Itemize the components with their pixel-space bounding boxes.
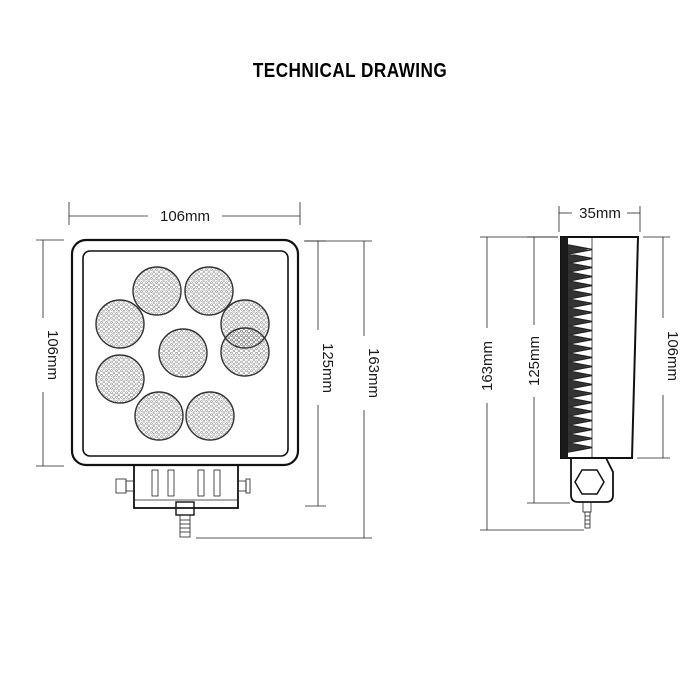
side-mid-height-dimension: 125mm [526, 236, 570, 504]
led-lens [184, 266, 234, 316]
front-mount-bracket [115, 464, 251, 538]
front-mid-height-dimension: 125mm [305, 240, 336, 507]
side-mid-height-label: 125mm [526, 336, 543, 386]
side-view: 35mm 163mm 125mm 106mm [479, 205, 681, 531]
led-lens [134, 391, 184, 441]
front-left-height-label: 106mm [44, 330, 61, 380]
page-title: TECHNICAL DRAWING [252, 60, 448, 82]
side-front-lens-edge [561, 237, 568, 458]
front-width-dimension: 106mm [68, 202, 301, 225]
front-width-label: 106mm [160, 208, 210, 225]
led-lens [95, 299, 145, 349]
side-total-height-dimension: 163mm [479, 236, 584, 531]
led-lens [220, 327, 270, 377]
side-depth-dimension: 35mm [558, 205, 641, 232]
side-right-height-label: 106mm [664, 331, 681, 381]
front-mid-height-label: 125mm [319, 343, 336, 393]
side-right-height-dimension: 106mm [637, 236, 681, 459]
front-total-height-dimension: 163mm [196, 240, 382, 539]
front-view: 106mm 106mm 125mm 163mm [36, 202, 382, 539]
front-lens-frame [82, 250, 289, 457]
side-depth-label: 35mm [579, 205, 621, 222]
led-lens [132, 266, 182, 316]
side-total-height-label: 163mm [479, 341, 496, 391]
led-lens [185, 391, 235, 441]
side-mount-bracket [570, 457, 614, 529]
led-array [95, 266, 270, 441]
led-lens [158, 328, 208, 378]
front-left-height-dimension: 106mm [36, 239, 64, 467]
led-lens [95, 354, 145, 404]
front-total-height-label: 163mm [365, 348, 382, 398]
heat-sink-fins [567, 244, 593, 453]
